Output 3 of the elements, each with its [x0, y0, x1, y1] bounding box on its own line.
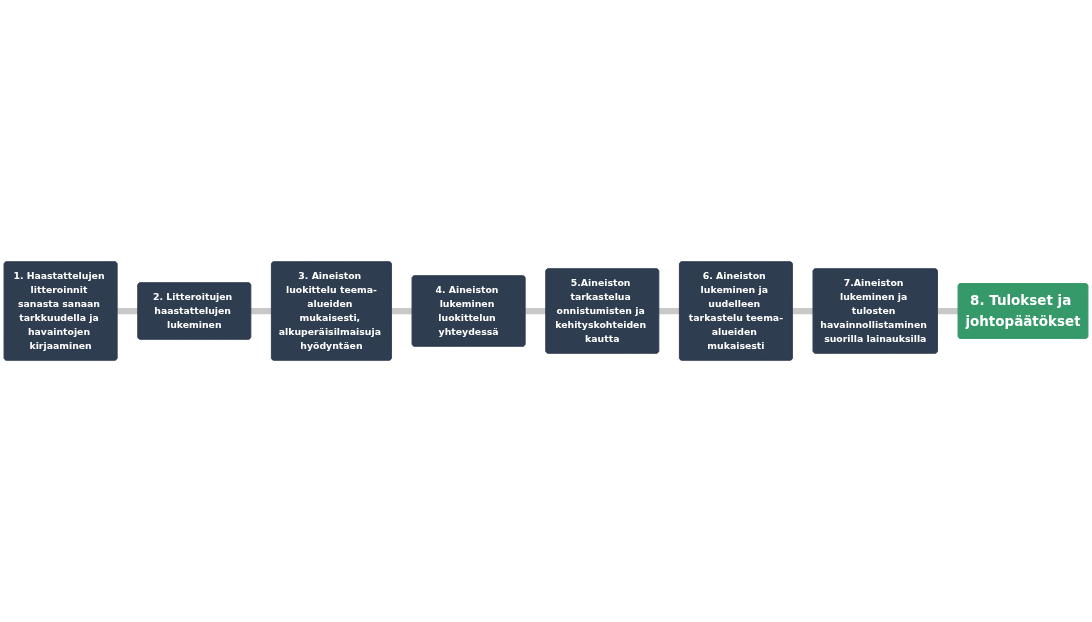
connector [936, 307, 960, 315]
connector [390, 307, 414, 315]
connector [791, 307, 815, 315]
